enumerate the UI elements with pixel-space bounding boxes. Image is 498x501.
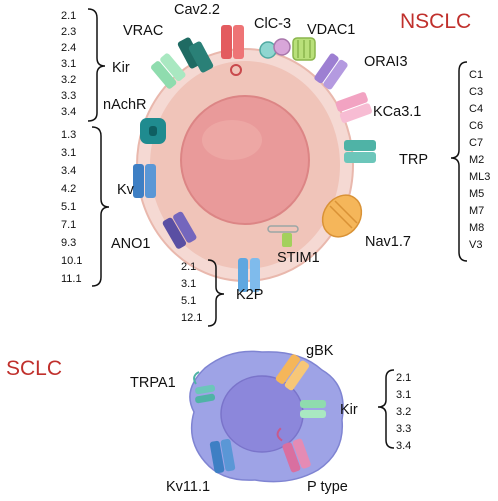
nachr-label: nAchR xyxy=(103,97,147,113)
kv-brace xyxy=(91,126,110,287)
kv111-label: Kv11.1 xyxy=(166,479,210,495)
nsclc-k2p-group: 2.1 3.1 5.1 12.1 K2P xyxy=(181,259,263,327)
kir-item: 2.3 xyxy=(61,26,76,38)
kca31-label: KCa3.1 xyxy=(373,104,421,120)
trp-item: C3 xyxy=(469,86,483,98)
k2p-item: 12.1 xyxy=(181,312,202,324)
sclc-kir-brace xyxy=(377,369,395,449)
trp-brace xyxy=(450,61,468,262)
orai3-label: ORAI3 xyxy=(364,54,408,70)
nsclc-kir-group: 2.1 2.3 2.4 3.1 3.2 3.3 3.4 Kir xyxy=(61,8,130,122)
vrac-label: VRAC xyxy=(123,23,163,39)
trpa1-label: TRPA1 xyxy=(130,375,176,391)
vrac-channel-icon xyxy=(177,37,214,73)
kir-channel-icon xyxy=(151,53,186,89)
nsclc-cell xyxy=(136,48,354,282)
kv-item: 3.4 xyxy=(61,165,76,177)
kir-item: 3.2 xyxy=(61,74,76,86)
kca31-channel-icon xyxy=(335,92,372,123)
kir-item: 3.4 xyxy=(61,106,76,118)
trp-item: M7 xyxy=(469,205,484,217)
nsclc-nucleus xyxy=(180,95,310,225)
stim1-channel-icon xyxy=(267,225,299,247)
trp-channel-icon xyxy=(344,140,376,163)
sclc-kir-item: 3.3 xyxy=(396,423,411,435)
orai3-channel-icon xyxy=(314,53,348,90)
trp-item: M8 xyxy=(469,222,484,234)
nachr-channel-icon xyxy=(140,118,166,144)
gbk-channel-icon xyxy=(275,354,310,391)
kv-item: 1.3 xyxy=(61,129,76,141)
kir-item: 2.4 xyxy=(61,42,76,54)
trp-item: V3 xyxy=(469,239,482,251)
kir-brace xyxy=(87,8,106,122)
k2p-item: 2.1 xyxy=(181,261,196,273)
trpa1-channel-icon xyxy=(193,371,216,404)
k2p-brace xyxy=(207,259,225,327)
trp-group-label: TRP xyxy=(399,152,428,168)
kv-item: 7.1 xyxy=(61,219,76,231)
sclc-kir-group-label: Kir xyxy=(340,402,358,418)
kv-item: 9.3 xyxy=(61,237,76,249)
kir-item: 2.1 xyxy=(61,10,76,22)
kir-item: 3.1 xyxy=(61,58,76,70)
trp-item: ML3 xyxy=(469,171,490,183)
trp-item: C7 xyxy=(469,137,483,149)
trp-item: M5 xyxy=(469,188,484,200)
k2p-channel-icon xyxy=(238,258,260,292)
kv-item: 11.1 xyxy=(61,273,82,285)
kv-item: 5.1 xyxy=(61,201,76,213)
kv111-channel-icon xyxy=(209,438,236,474)
gbk-label: gBK xyxy=(306,343,334,359)
cav22-label: Cav2.2 xyxy=(174,2,220,18)
ano1-label: ANO1 xyxy=(111,236,151,252)
kv-item: 4.2 xyxy=(61,183,76,195)
kv-item: 3.1 xyxy=(61,147,76,159)
kv-item: 10.1 xyxy=(61,255,82,267)
sclc-kir-item: 2.1 xyxy=(396,372,411,384)
sclc-kir-group: Kir 2.1 3.1 3.2 3.3 3.4 xyxy=(340,369,411,452)
nav17-channel-icon xyxy=(321,194,363,238)
vdac1-channel-icon xyxy=(292,37,316,61)
sclc-kir-item: 3.2 xyxy=(396,406,411,418)
kv-channel-icon xyxy=(133,164,156,198)
trp-item: C4 xyxy=(469,103,483,115)
trp-item: C6 xyxy=(469,120,483,132)
kir-group-label: Kir xyxy=(112,60,130,76)
clc3-channel-icon xyxy=(259,38,291,59)
nav17-label: Nav1.7 xyxy=(365,234,411,250)
clc3-label: ClC-3 xyxy=(254,16,291,32)
nsclc-nucleus-highlight xyxy=(202,120,262,160)
trp-item: C1 xyxy=(469,69,483,81)
k2p-item: 5.1 xyxy=(181,295,196,307)
sclc-kir-item: 3.4 xyxy=(396,440,411,452)
k2p-group-label: K2P xyxy=(236,287,263,303)
stim1-label: STIM1 xyxy=(277,250,320,266)
sclc-title: SCLC xyxy=(6,357,62,380)
ptype-channel-icon xyxy=(276,427,311,473)
nsclc-trp-group: TRP C1 C3 C4 C6 C7 M2 ML3 M5 M7 M8 V3 xyxy=(399,61,490,262)
vdac1-label: VDAC1 xyxy=(307,22,355,38)
ano1-channel-icon xyxy=(162,211,197,249)
nsclc-kv-group: 1.3 3.1 3.4 4.2 5.1 7.1 9.3 10.1 11.1 Kv xyxy=(61,126,135,287)
nsclc-title: NSCLC xyxy=(400,10,471,33)
kir-item: 3.3 xyxy=(61,90,76,102)
ptype-label: P type xyxy=(307,479,348,495)
k2p-item: 3.1 xyxy=(181,278,196,290)
trp-item: M2 xyxy=(469,154,484,166)
sclc-kir-channel-icon xyxy=(300,400,326,418)
kv-group-label: Kv xyxy=(117,182,135,198)
cav22-channel-icon xyxy=(221,25,244,76)
sclc-kir-item: 3.1 xyxy=(396,389,411,401)
